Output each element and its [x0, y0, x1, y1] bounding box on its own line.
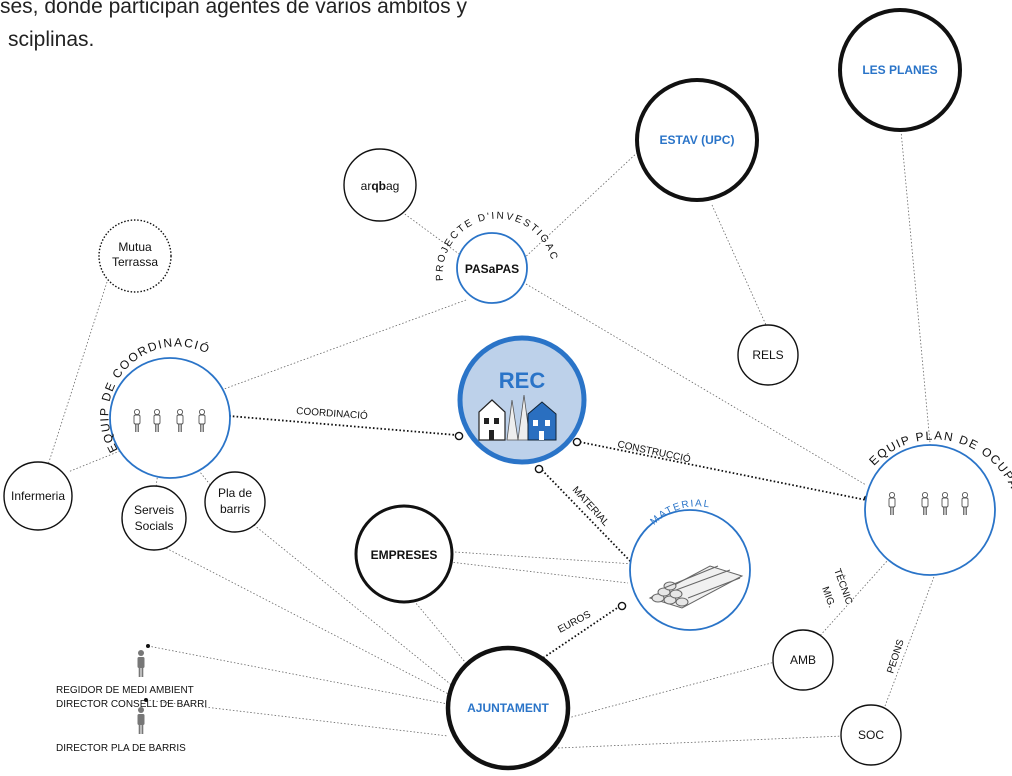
- intro-text: ses, donde participan agentes de varios …: [0, 0, 600, 56]
- node-empreses[interactable]: EMPRESES: [354, 504, 454, 604]
- houses-icon: [478, 394, 557, 441]
- pipes-icon: [648, 565, 744, 609]
- node-infermeria[interactable]: Infermeria: [3, 461, 73, 531]
- pla-label-2: barris: [220, 502, 250, 516]
- amb-label: AMB: [790, 653, 816, 667]
- serveis-label-2: Socials: [135, 519, 174, 533]
- pasapas-label: PASaPAS: [465, 262, 519, 276]
- director-pla-label: DIRECTOR PLA DE BARRIS: [56, 743, 186, 754]
- coordinacio-link-label: COORDINACIÓ: [296, 404, 369, 422]
- intro-line-2: sciplinas.: [8, 28, 95, 51]
- regidor-label: REGIDOR DE MEDI AMBIENT: [56, 685, 194, 696]
- node-soc[interactable]: SOC: [840, 704, 902, 766]
- node-rec[interactable]: REC: [457, 335, 587, 465]
- estav-label: ESTAV (UPC): [660, 133, 735, 147]
- soc-label: SOC: [858, 728, 884, 742]
- node-equip-coordinacio[interactable]: EQUIP DE COORDINACIÓ: [97, 335, 231, 479]
- ajuntament-label: AJUNTAMENT: [467, 701, 549, 715]
- arqbag-label: arqbag: [361, 179, 400, 193]
- node-serveis-socials[interactable]: Serveis Socials: [121, 485, 187, 551]
- person-icon: [136, 649, 146, 678]
- serveis-label-1: Serveis: [134, 503, 174, 517]
- node-mutua-terrassa[interactable]: Mutua Terrassa: [98, 219, 172, 293]
- node-equip-plan-ocupacion[interactable]: EQUIP PLAN DE OCUPACION: [864, 428, 1012, 576]
- les-planes-label: LES PLANES: [862, 63, 937, 77]
- node-estav[interactable]: ESTAV (UPC): [635, 78, 759, 202]
- construccio-link-label: CONSTRUCCIÓ: [616, 437, 692, 465]
- euros-link-label: EUROS: [556, 609, 593, 636]
- node-material[interactable]: MATERIAL: [629, 498, 751, 631]
- node-arqbag[interactable]: arqbag: [343, 148, 417, 222]
- node-pasapas[interactable]: PASaPAS PROJECTE D'INVESTIGACIÓ: [0, 0, 560, 304]
- node-rels[interactable]: RELS: [737, 324, 799, 386]
- mutua-label-1: Mutua: [118, 240, 152, 254]
- main-links: [228, 415, 867, 661]
- tecnic-link-label-2: MIG.: [819, 585, 837, 609]
- person-icon: [136, 706, 146, 735]
- node-pla-de-barris[interactable]: Pla de barris: [204, 471, 266, 533]
- empreses-label: EMPRESES: [371, 548, 438, 562]
- node-les-planes[interactable]: LES PLANES: [838, 8, 962, 132]
- infermeria-label: Infermeria: [11, 489, 65, 503]
- material-link-label: MATERIAL: [570, 485, 611, 529]
- pla-label-1: Pla de: [218, 486, 252, 500]
- rels-label: RELS: [752, 348, 783, 362]
- node-ajuntament[interactable]: AJUNTAMENT: [445, 645, 571, 771]
- node-amb[interactable]: AMB: [772, 629, 834, 691]
- intro-line-1: ses, donde participan agentes de varios …: [0, 0, 467, 18]
- rec-label: REC: [499, 368, 546, 393]
- director-consell-label: DIRECTOR CONSELL DE BARRI: [56, 699, 207, 710]
- mutua-label-2: Terrassa: [112, 255, 158, 269]
